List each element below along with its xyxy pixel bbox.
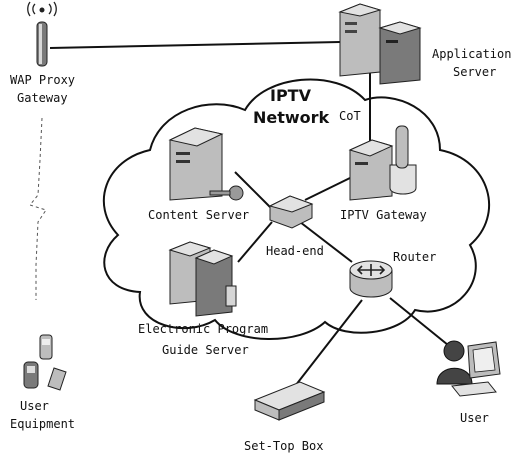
user-equipment-label-line-1: User [20,399,49,413]
epg-server-label-line-2: Guide Server [162,343,249,357]
link-router-to-user [389,297,449,346]
link-epg-server-to-head-end [237,221,273,263]
cot-label: CoT [339,109,361,123]
server-icon [338,3,422,85]
wap-proxy-gateway-label-line-1: WAP Proxy [10,73,75,87]
antenna-icon [27,1,57,67]
key-icon [209,185,244,201]
link-router-to-set-top-box [291,299,363,391]
router-icon [349,260,393,298]
application-server-label-line-1: Application [432,47,511,61]
user-equipment-label-line-2: Equipment [10,417,75,431]
head-end-label: Head-end [266,244,324,258]
link-wap-to-application-server [49,41,341,49]
network-title-line-1: IPTV [270,86,312,105]
server-icon [168,241,237,317]
set-top-box-label: Set-Top Box [244,439,323,453]
iptv-gateway-label: IPTV Gateway [340,208,427,222]
mobile-phone-icon [23,334,67,391]
network-title-line-2: Network [253,108,330,127]
server-icon [348,125,417,201]
content-server-label: Content Server [148,208,249,222]
wap-proxy-gateway-label-line-2: Gateway [17,91,68,105]
head-end-device-icon [268,195,314,229]
application-server-label-line-2: Server [453,65,496,79]
link-content-server-to-head-end [234,171,271,208]
user-label: User [460,411,489,425]
router-label: Router [393,250,436,264]
epg-server-label-line-1: Electronic Program [138,322,268,336]
link-iptv-gateway-to-head-end [304,177,351,201]
link-head-end-to-router [299,221,353,263]
computer-user-icon [436,340,501,397]
server-icon [168,127,224,201]
wireless-link-icon [29,117,47,300]
set-top-box-icon [253,381,326,421]
